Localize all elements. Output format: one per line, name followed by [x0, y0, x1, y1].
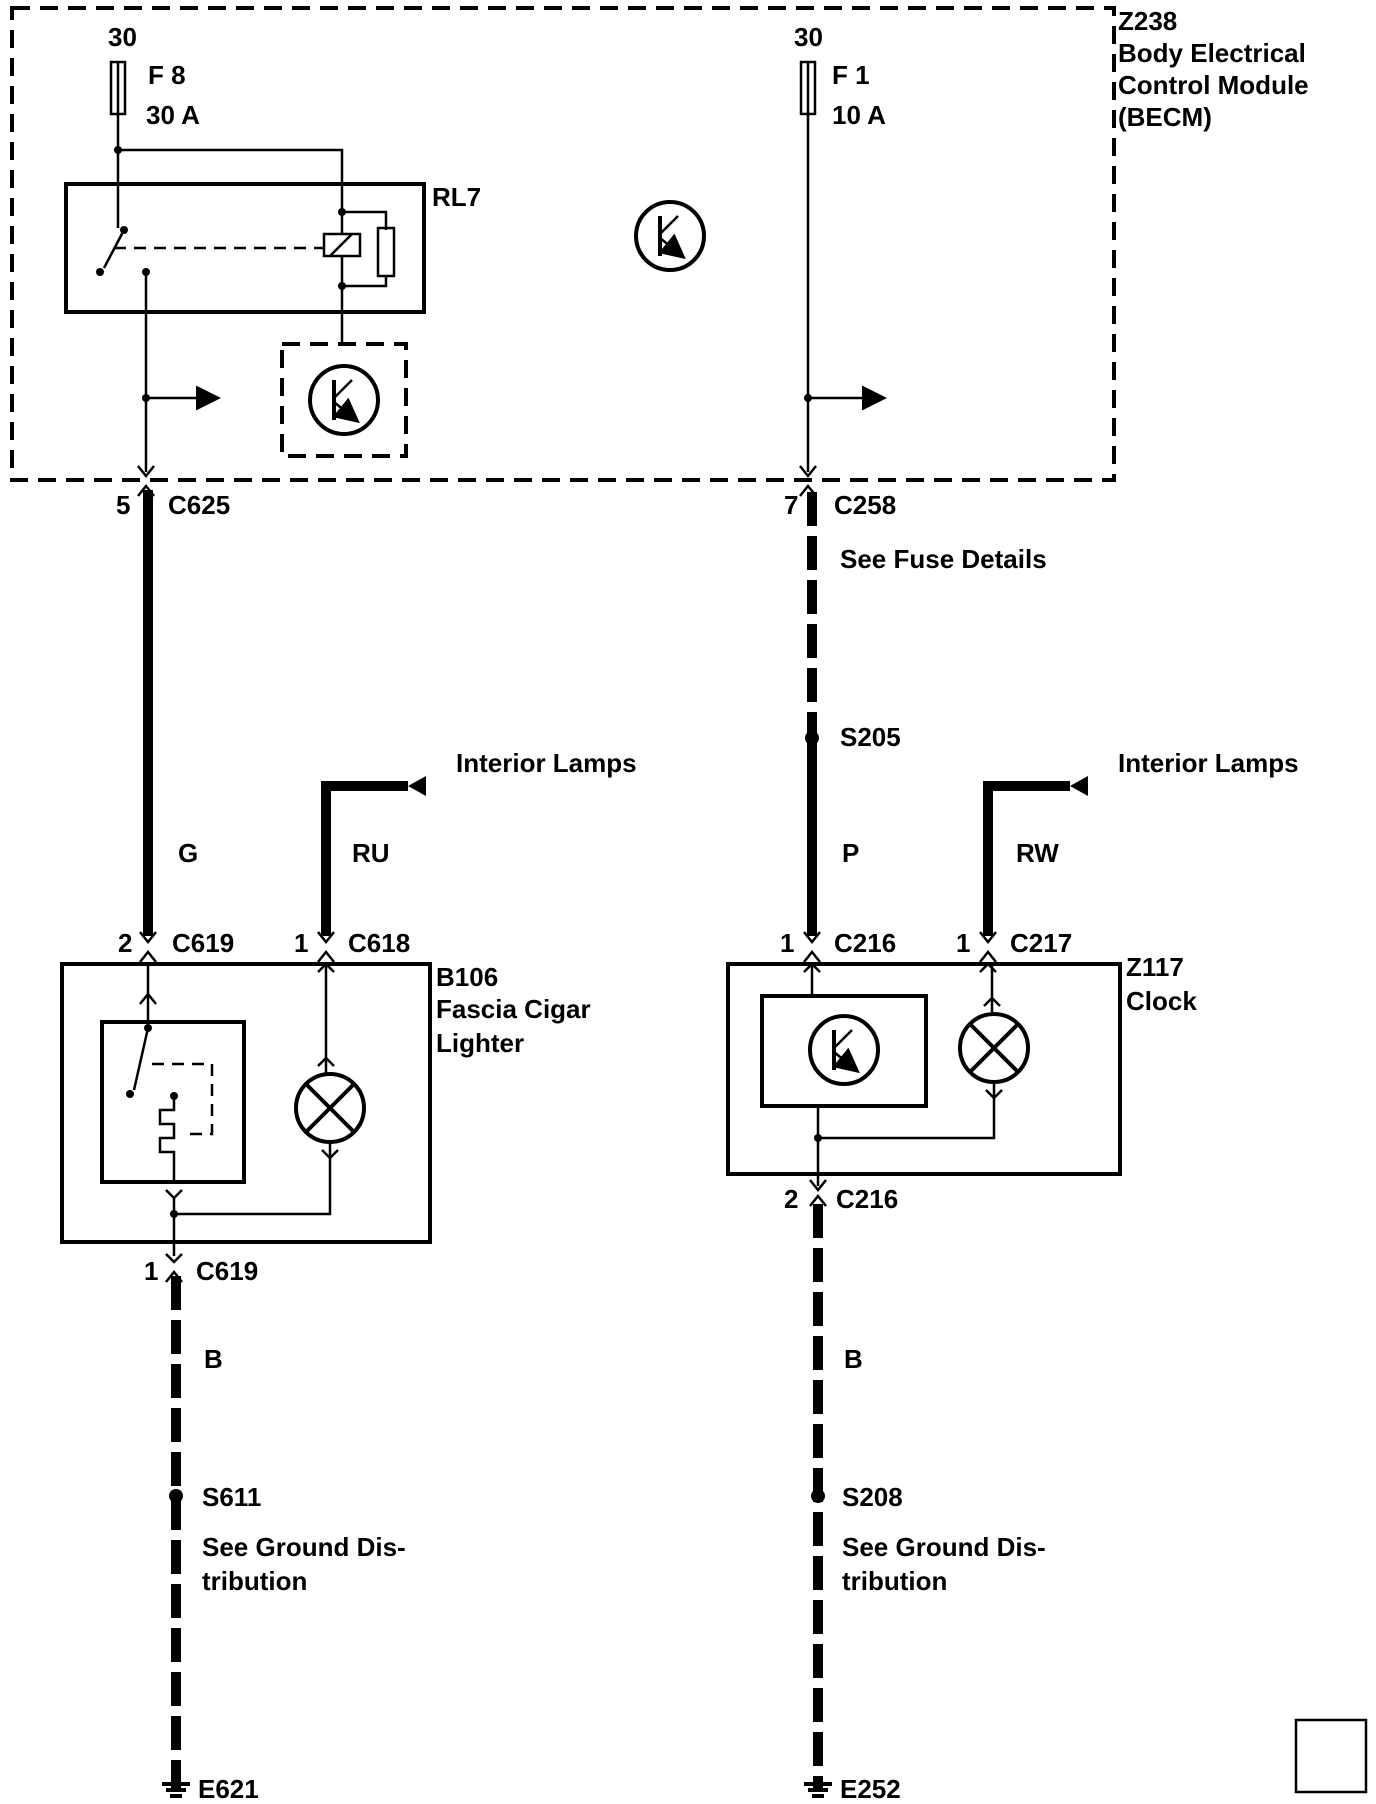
right-clock-conn-a: C216	[834, 928, 896, 958]
relay-driver-transistor-icon	[308, 364, 380, 436]
ground-e621-icon	[162, 1782, 190, 1798]
right-ground-wire-color: B	[844, 1344, 863, 1374]
clock-bulb-icon	[958, 1012, 1030, 1084]
right-ground: E252	[840, 1774, 901, 1804]
lighter-out-arrow	[165, 1189, 183, 1200]
fuse-right-id: F 1	[832, 60, 870, 90]
module-name-line1: Body Electrical	[1118, 38, 1306, 68]
becm-transistor-icon	[634, 200, 706, 272]
interior-lamps-left-arrow	[408, 776, 426, 796]
right-lamp-wire-color: RW	[1016, 838, 1059, 868]
ground-e252-icon	[804, 1782, 832, 1798]
right-splice-top: S205	[840, 722, 901, 752]
module-id: Z238	[1118, 6, 1177, 36]
lighter-heating-element-icon	[158, 1096, 176, 1166]
connector-c217-icon	[979, 931, 997, 963]
right-bottom-pin: 2	[784, 1184, 798, 1214]
clock-box	[726, 962, 1122, 1176]
connector-c619-top-icon	[139, 931, 157, 963]
left-wire-color: G	[178, 838, 198, 868]
relay-coil-slash	[329, 233, 353, 257]
right-lamp-in-arrow	[979, 962, 997, 973]
fuse-left-rating: 30 A	[146, 100, 200, 130]
left-ground-wire-color: B	[204, 1344, 223, 1374]
left-lamp-feed: Interior Lamps	[456, 748, 637, 778]
right-lamp-pin: 1	[956, 928, 970, 958]
left-lamp-conn: C618	[348, 928, 410, 958]
fuse-right-terminal: 30	[794, 22, 823, 52]
right-wire-color: P	[842, 838, 859, 868]
left-bottom-pin: 1	[144, 1256, 158, 1286]
becm-module-box	[10, 6, 1116, 482]
splice-s208-dot	[811, 1489, 825, 1503]
fuse-right-rating: 10 A	[832, 100, 886, 130]
relay-suppressor-resistor	[376, 226, 396, 278]
connector-c216-bottom-icon	[809, 1179, 827, 1207]
left-lighter-conn-a: C619	[172, 928, 234, 958]
left-lamp-wire-color: RU	[352, 838, 390, 868]
left-ground: E621	[198, 1774, 259, 1804]
left-top-connector: C625	[168, 490, 230, 520]
left-component-id: B106	[436, 962, 498, 992]
lighter-thermal-link	[152, 1062, 214, 1136]
relay-rl7-box	[64, 182, 426, 314]
right-lamp-in-arrow2	[983, 996, 1001, 1007]
relay-coil-feed-wire	[118, 148, 344, 210]
right-component-name: Clock	[1126, 986, 1197, 1016]
left-top-pin: 5	[116, 490, 130, 520]
lighter-switch-arm	[132, 1027, 150, 1091]
relay-suppressor-wire-top	[342, 210, 388, 230]
right-fuse-note: See Fuse Details	[840, 544, 1047, 574]
clock-transistor-icon	[808, 1014, 880, 1086]
connector-c216-top-icon	[803, 931, 821, 963]
left-lamp-pin: 1	[294, 928, 308, 958]
right-clock-pin-a: 1	[780, 928, 794, 958]
cigar-lighter-box	[60, 962, 432, 1244]
fuse-left-terminal: 30	[108, 22, 137, 52]
splice-s205-dot	[805, 731, 819, 745]
splice-s611-dot	[169, 1489, 183, 1503]
module-name-line3: (BECM)	[1118, 102, 1212, 132]
left-lamp-in-arrow2	[317, 1056, 335, 1067]
lighter-contact-a	[126, 1090, 134, 1098]
right-bottom-connector: C216	[836, 1184, 898, 1214]
relay-id: RL7	[432, 182, 481, 212]
right-ground-note-line2: tribution	[842, 1566, 947, 1596]
clock-electronics-box	[760, 994, 928, 1108]
wire-ru	[321, 781, 408, 936]
relay-switch-contact-nc	[96, 268, 104, 276]
right-ground-note-line1: See Ground Dis-	[842, 1532, 1046, 1562]
right-splice: S208	[842, 1482, 903, 1512]
left-component-line1: Fascia Cigar	[436, 994, 591, 1024]
interior-lamps-right-arrow	[1070, 776, 1088, 796]
right-top-connector: C258	[834, 490, 896, 520]
left-splice: S611	[202, 1482, 261, 1512]
right-component-id: Z117	[1126, 952, 1184, 982]
left-ground-note-line2: tribution	[202, 1566, 307, 1596]
right-lamp-ground-wire	[818, 1082, 996, 1140]
relay-suppressor-wire-bottom	[342, 276, 388, 288]
relay-driver-box	[280, 342, 408, 458]
right-lamp-conn: C217	[1010, 928, 1072, 958]
connector-c618-icon	[317, 931, 335, 963]
cigar-lighter-bulb-icon	[294, 1072, 366, 1144]
module-name-line2: Control Module	[1118, 70, 1309, 100]
fuse-left-id: F 8	[148, 60, 186, 90]
right-top-pin: 7	[784, 490, 798, 520]
left-ground-note-line1: See Ground Dis-	[202, 1532, 406, 1562]
left-lighter-pin-a: 2	[118, 928, 132, 958]
left-bottom-connector: C619	[196, 1256, 258, 1286]
right-lamp-feed: Interior Lamps	[1118, 748, 1299, 778]
wire-rw	[983, 781, 1070, 936]
left-component-line2: Lighter	[436, 1028, 524, 1058]
left-lamp-ground-wire	[174, 1142, 332, 1216]
empty-reference-box	[1294, 1718, 1368, 1794]
